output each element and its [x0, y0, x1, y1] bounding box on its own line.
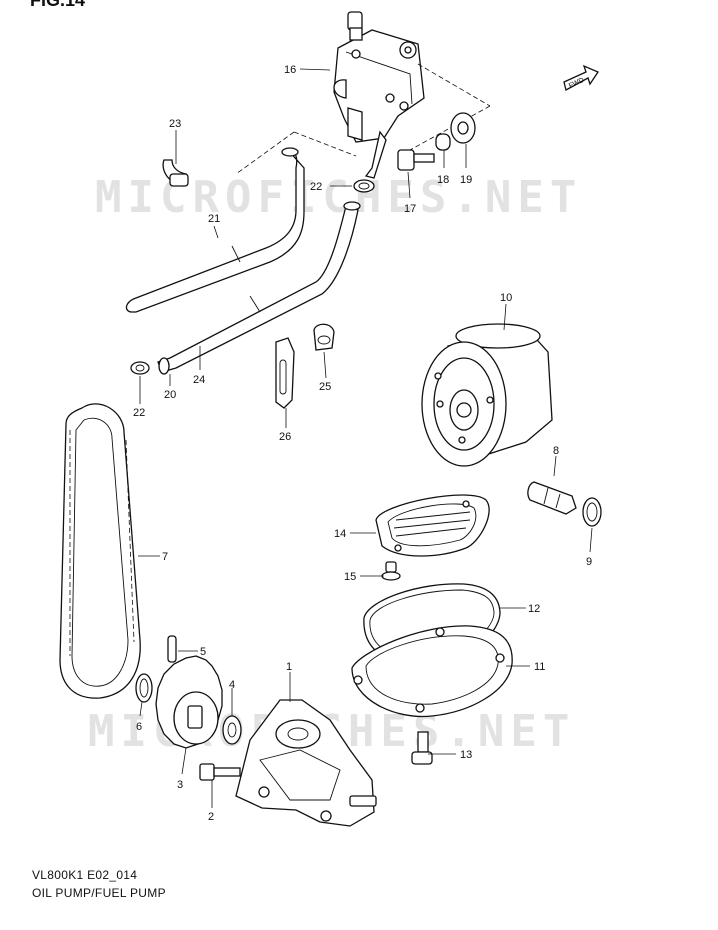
bolt-17: [397, 149, 435, 171]
oil-filter-10: [421, 323, 553, 467]
fuel-hose-21: [125, 147, 305, 313]
drive-chain-7: [59, 403, 141, 699]
hose-guide-26: [275, 337, 295, 409]
watermark-top: MICROFICHES.NET: [95, 172, 582, 223]
clamp-22-lower: [130, 361, 150, 375]
callout-13: 13: [460, 749, 472, 761]
model-code: VL800K1 E02_014: [32, 868, 138, 882]
callout-6: 6: [136, 721, 142, 733]
callout-17: 17: [404, 203, 416, 215]
callout-12: 12: [528, 603, 540, 615]
callout-21: 21: [208, 213, 220, 225]
callout-1: 1: [286, 661, 292, 673]
callout-14: 14: [334, 528, 346, 540]
callout-24: 24: [193, 374, 205, 386]
callout-16: 16: [284, 64, 296, 76]
pin-5: [167, 635, 177, 663]
callout-19: 19: [460, 174, 472, 186]
callout-22-upper: 22: [310, 181, 322, 193]
oil-strainer-14: [375, 494, 490, 557]
callout-18: 18: [437, 174, 449, 186]
cushion-19: [450, 112, 476, 144]
callout-25: 25: [319, 381, 331, 393]
bolt-13: [411, 731, 433, 765]
sprocket-3: [155, 655, 223, 749]
callout-20: 20: [164, 389, 176, 401]
callout-23: 23: [169, 118, 181, 130]
callout-15: 15: [344, 571, 356, 583]
front-direction-arrow: FWD: [563, 64, 599, 91]
clamp-23: [162, 159, 189, 187]
oil-union-8: [527, 481, 577, 515]
fuel-hose-24: [157, 201, 361, 375]
callout-8: 8: [553, 445, 559, 457]
callout-22-lower: 22: [133, 407, 145, 419]
circlip-6: [135, 673, 153, 703]
callout-10: 10: [500, 292, 512, 304]
figure-title: FIG.14: [30, 0, 85, 10]
gasket-9: [582, 497, 602, 527]
callout-9: 9: [586, 556, 592, 568]
oil-pan-cover-11: [351, 625, 513, 718]
callout-4: 4: [229, 679, 235, 691]
clamp-25: [313, 323, 335, 351]
callout-3: 3: [177, 779, 183, 791]
washer-4: [222, 715, 242, 745]
oil-pump-1: [235, 699, 377, 827]
diagram-caption: OIL PUMP/FUEL PUMP: [32, 886, 166, 900]
fuel-pump-16: [333, 11, 425, 179]
clamp-22-upper: [353, 179, 375, 193]
collar-18: [435, 133, 451, 151]
callout-7: 7: [162, 551, 168, 563]
callout-5: 5: [200, 646, 206, 658]
screw-15: [381, 561, 401, 581]
callout-11: 11: [534, 661, 545, 673]
callout-labels: 16 17 18 19 23 21 22 10 20 24 22 25 26 8…: [133, 64, 592, 823]
callout-26: 26: [279, 431, 291, 443]
bolt-2: [199, 763, 241, 781]
callout-2: 2: [208, 811, 214, 823]
leader-lines: [138, 68, 593, 808]
